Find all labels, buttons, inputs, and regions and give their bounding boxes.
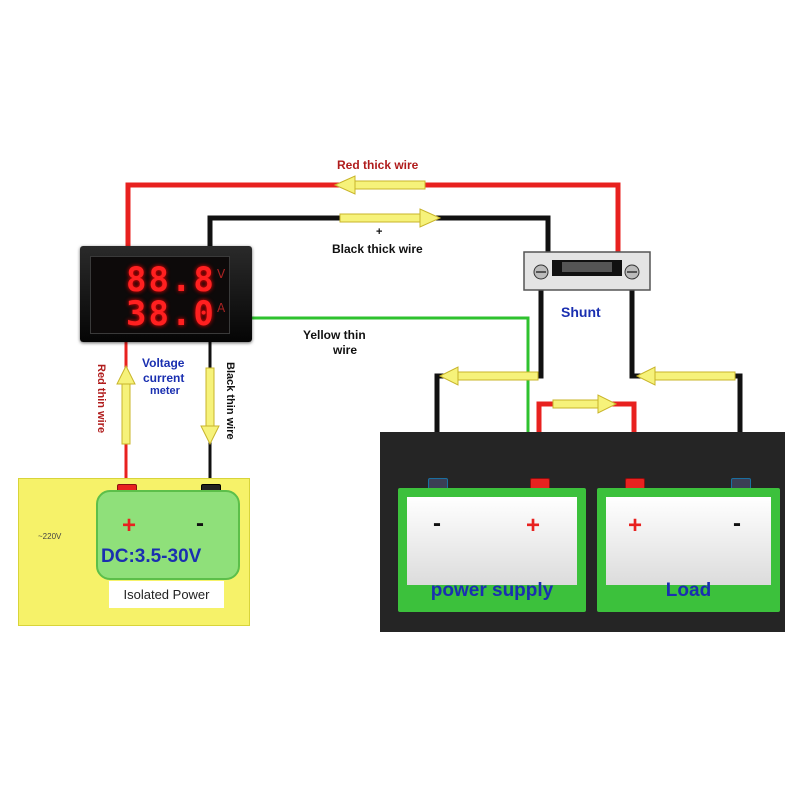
- voltage-current-meter: 88.8 38.0 V A: [80, 246, 252, 342]
- load-label: Load: [665, 580, 712, 601]
- arrow-supply-to-load: [552, 394, 618, 414]
- arrow-supply-minus: [438, 366, 539, 386]
- meter-label-line3: meter: [150, 385, 180, 397]
- mains-label: ~220V: [38, 532, 62, 541]
- isolated-power-supply: + - DC:3.5-30V: [96, 490, 240, 580]
- load-minus: -: [733, 510, 741, 537]
- shunt: [523, 251, 651, 291]
- load: + - Load: [597, 488, 780, 612]
- isolated-power-plus: +: [122, 512, 137, 539]
- meter-label-line2: current: [143, 371, 185, 385]
- isolated-power-range: DC:3.5-30V: [101, 546, 202, 567]
- shunt-label: Shunt: [561, 304, 601, 320]
- power-supply-plus: +: [526, 512, 541, 539]
- black-thin-wire-label: Black thin wire: [224, 362, 236, 440]
- black-thick-wire-label: Black thick wire: [332, 242, 423, 256]
- meter-bottom-unit: A: [217, 301, 226, 315]
- arrow-load-minus: [635, 366, 736, 386]
- meter-top-reading: 88.8: [126, 260, 216, 300]
- load-plus: +: [628, 512, 643, 539]
- meter-bottom-reading: 38.0: [126, 294, 216, 334]
- power-supply-minus: -: [433, 510, 441, 537]
- meter-display: 88.8 38.0 V A: [90, 256, 230, 334]
- meter-top-unit: V: [217, 267, 226, 281]
- arrow-red-thin: [116, 364, 136, 445]
- meter-label-line1: Voltage: [142, 356, 185, 370]
- isolated-power-minus: -: [196, 510, 204, 537]
- power-supply-label: power supply: [430, 580, 554, 601]
- yellow-thin-wire-label-line2: wire: [333, 343, 358, 357]
- black-thick-wire-plus: +: [376, 226, 383, 238]
- red-thin-wire-label: Red thin wire: [95, 364, 107, 434]
- yellow-thin-wire-label-line1: Yellow thin: [303, 328, 366, 342]
- arrow-black-thin: [200, 367, 220, 446]
- arrow-black-thick: [339, 208, 442, 228]
- arrow-red-thick: [333, 175, 426, 195]
- isolated-power-label: Isolated Power: [109, 581, 224, 608]
- yellow-thin-wire: [252, 316, 530, 482]
- power-supply: - + power supply: [398, 488, 586, 612]
- red-thick-wire-label: Red thick wire: [337, 158, 419, 172]
